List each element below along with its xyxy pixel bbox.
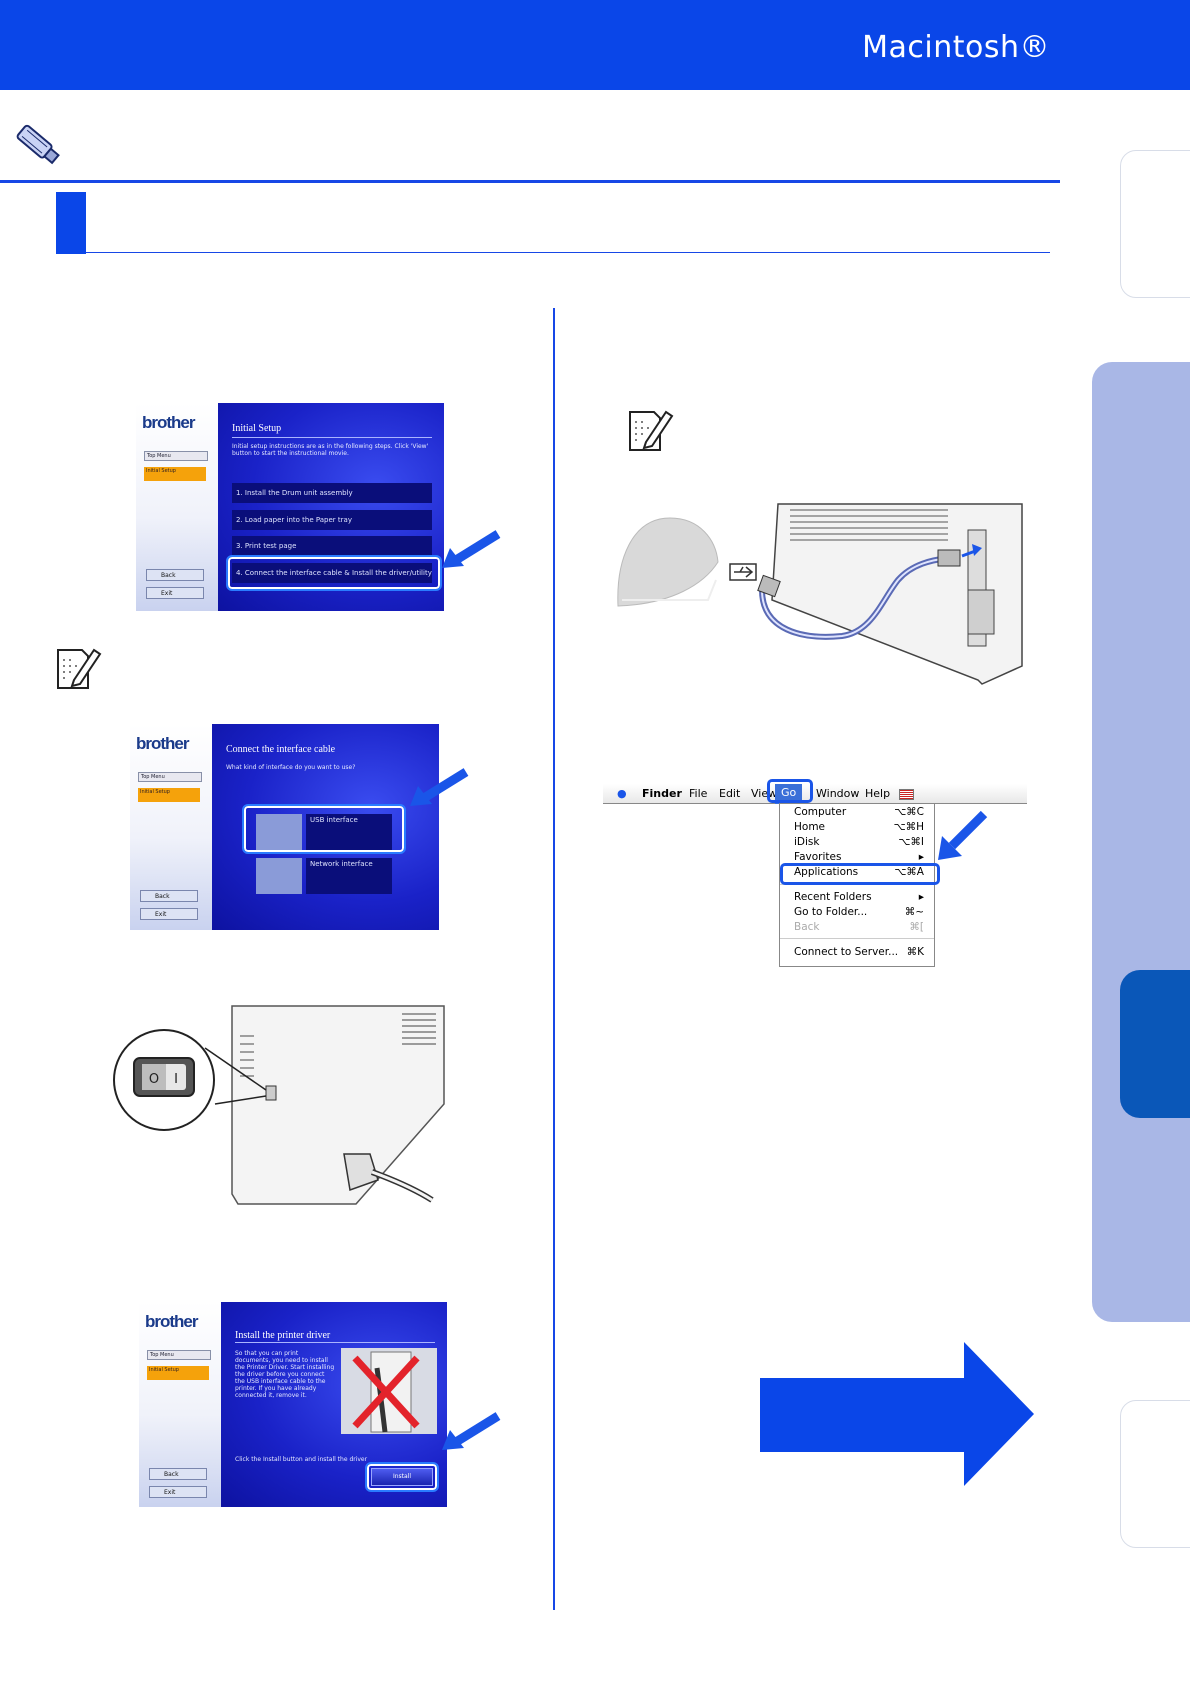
note-pencil-icon: [629, 410, 674, 451]
pointer-arrow-icon: [442, 530, 501, 568]
back-button[interactable]: Back: [149, 1468, 207, 1480]
installer-sidebar: brother Top Menu Initial Setup Back Exit: [130, 724, 212, 930]
menu-window[interactable]: Window: [816, 787, 860, 800]
installer-sidebar: brother Top Menu Initial Setup Back Exit: [139, 1302, 221, 1507]
installer-description: What kind of interface do you want to us…: [226, 764, 356, 771]
setup-step-item[interactable]: 4. Connect the interface cable & Install…: [232, 563, 432, 583]
setup-step-item[interactable]: 1. Install the Drum unit assembly: [232, 483, 432, 503]
applications-highlight: [780, 863, 940, 885]
pointer-arrow-icon: [442, 1412, 501, 1450]
menu-item-recent-folders[interactable]: Recent Folders▸: [794, 891, 924, 903]
menu-view[interactable]: View: [751, 787, 778, 800]
menu-item-home[interactable]: Home⌥⌘H: [794, 821, 924, 833]
installer-main: Connect the interface cable What kind of…: [212, 724, 439, 930]
section-rule: [0, 180, 1060, 183]
note-pencil-icon: [57, 648, 102, 689]
usb-plug-thumbnail: [256, 814, 302, 850]
menu-separator: [780, 938, 934, 939]
usb-cable-icon: [16, 124, 60, 165]
apple-icon[interactable]: ●: [617, 787, 627, 800]
installer-description: Initial setup instructions are as in the…: [232, 443, 429, 457]
menu-item-go-to-folder[interactable]: Go to Folder...⌘~: [794, 906, 924, 918]
exit-button[interactable]: Exit: [140, 908, 198, 920]
go-menu-highlight: [767, 779, 813, 803]
header-band: [0, 0, 1190, 90]
installer-instruction: Click the Install button and install the…: [235, 1456, 368, 1463]
pointer-arrow-icon: [938, 810, 988, 860]
installer-sidebar: brother Top Menu Initial Setup Back Exit: [136, 403, 218, 611]
switch-off-label: O: [149, 1072, 159, 1087]
side-tab-top[interactable]: [1120, 150, 1190, 298]
menu-help[interactable]: Help: [865, 787, 891, 800]
side-tab-bottom[interactable]: [1120, 1400, 1190, 1548]
pointer-arrow-icon: [410, 768, 469, 806]
exit-button[interactable]: Exit: [146, 587, 204, 599]
side-tab-strip: [1092, 362, 1190, 1322]
brand-logo: brother: [145, 1312, 198, 1331]
menu-item-computer[interactable]: Computer⌥⌘C: [794, 806, 924, 818]
flag-icon[interactable]: [899, 789, 914, 800]
initial-setup-button[interactable]: Initial Setup: [144, 467, 206, 481]
menu-item-back: Back⌘[: [794, 921, 924, 933]
go-menu-dropdown: Computer⌥⌘C Home⌥⌘H iDisk⌥⌘I Favorites▸ …: [779, 803, 935, 967]
highlight-callout: [365, 1462, 439, 1492]
brand-logo: brother: [136, 734, 189, 753]
usb-interface-option[interactable]: USB interface: [306, 814, 392, 850]
usb-connection-illustration: [617, 503, 1023, 685]
installer-title: Connect the interface cable: [226, 744, 336, 755]
installer-main: Initial Setup Initial setup instructions…: [218, 403, 444, 611]
initial-setup-button[interactable]: Initial Setup: [147, 1366, 209, 1380]
side-tab-active[interactable]: [1120, 970, 1190, 1118]
installer-title-rule: [235, 1342, 435, 1343]
mac-menubar: ● Finder File Edit View Go Window Help: [603, 784, 1027, 804]
initial-setup-button[interactable]: Initial Setup: [138, 788, 200, 802]
exit-button[interactable]: Exit: [149, 1486, 207, 1498]
installer-main: Install the printer driver So that you c…: [221, 1302, 447, 1507]
setup-step-item[interactable]: 2. Load paper into the Paper tray: [232, 510, 432, 530]
installer-description: So that you can print documents, you nee…: [235, 1350, 335, 1399]
brand-logo: brother: [142, 413, 195, 432]
setup-step-item[interactable]: 3. Print test page: [232, 536, 432, 556]
installer-screenshot-install-driver: brother Top Menu Initial Setup Back Exit…: [139, 1302, 447, 1507]
back-button[interactable]: Back: [140, 890, 198, 902]
next-page-arrow-icon[interactable]: [758, 1340, 1036, 1488]
printer-power-switch-illustration: O I: [113, 1005, 445, 1205]
installer-screenshot-initial-setup: brother Top Menu Initial Setup Back Exit…: [136, 403, 444, 611]
network-interface-option[interactable]: Network interface: [306, 858, 392, 894]
menu-item-favorites[interactable]: Favorites▸: [794, 851, 924, 863]
cable-disconnect-photo: [341, 1348, 437, 1434]
highlight-callout: [226, 555, 442, 591]
menu-item-connect-to-server[interactable]: Connect to Server...⌘K: [794, 946, 924, 958]
page-title: Macintosh®: [862, 30, 1050, 65]
switch-on-label: I: [174, 1072, 178, 1087]
network-plug-thumbnail: [256, 858, 302, 894]
top-menu-button[interactable]: Top Menu: [147, 1350, 211, 1360]
install-button[interactable]: Install: [371, 1468, 433, 1486]
top-menu-button[interactable]: Top Menu: [138, 772, 202, 782]
installer-screenshot-connect-cable: brother Top Menu Initial Setup Back Exit…: [130, 724, 439, 930]
installer-title: Initial Setup: [232, 423, 282, 434]
menu-item-idisk[interactable]: iDisk⌥⌘I: [794, 836, 924, 848]
menu-go[interactable]: Go: [775, 784, 803, 804]
menu-item-applications[interactable]: Applications⌥⌘A: [794, 866, 924, 878]
installer-title: Install the printer driver: [235, 1330, 331, 1341]
menu-finder[interactable]: Finder: [642, 787, 682, 800]
step-rule: [86, 252, 1050, 253]
back-button[interactable]: Back: [146, 569, 204, 581]
highlight-callout: [242, 804, 406, 854]
installer-title-rule: [232, 437, 432, 438]
column-divider: [553, 308, 555, 1610]
menu-edit[interactable]: Edit: [719, 787, 741, 800]
top-menu-button[interactable]: Top Menu: [144, 451, 208, 461]
step-marker: [56, 192, 86, 254]
menu-file[interactable]: File: [689, 787, 708, 800]
